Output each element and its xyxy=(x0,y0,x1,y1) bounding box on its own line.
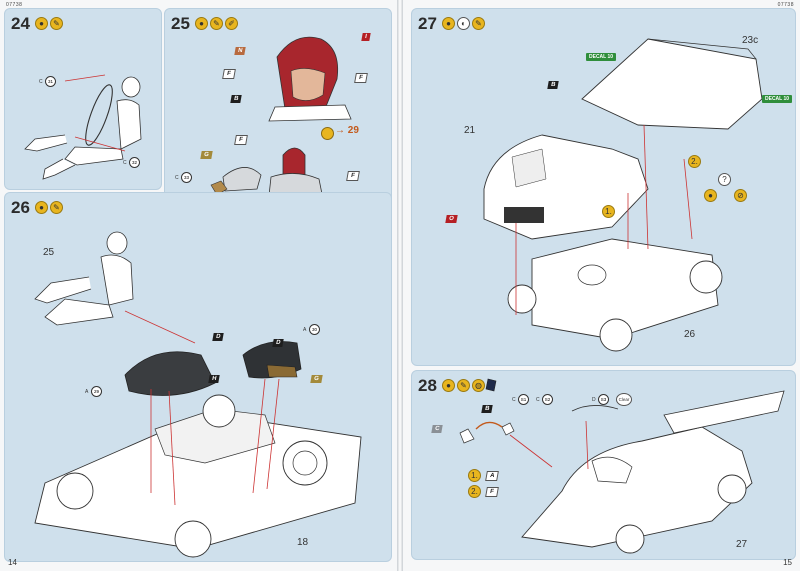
substep-marker: 2. xyxy=(688,155,701,168)
paint-icon: ✎ xyxy=(210,17,223,30)
callout-letter: C xyxy=(536,397,540,403)
goto-step-number: 29 xyxy=(347,125,359,136)
step-28-panel: 28 ● ✎ ◍ B C 1. xyxy=(411,370,796,560)
tool-icons: ● ✎ ◍ xyxy=(442,379,485,392)
question-icon: ? xyxy=(718,173,731,186)
glue-icon: ● xyxy=(442,17,455,30)
chassis-seat-drawing xyxy=(34,231,362,558)
color-tag: F xyxy=(354,73,368,83)
color-tag: D xyxy=(212,333,225,341)
step-number: 26 xyxy=(11,198,30,217)
color-tag: G xyxy=(310,375,323,383)
color-tag: B xyxy=(230,95,243,103)
part-ref: 26 xyxy=(684,329,696,340)
callout-letter: C xyxy=(123,160,127,166)
part-ref: 18 xyxy=(297,537,309,548)
color-tag: F xyxy=(485,487,499,497)
callout-letter: C xyxy=(512,397,516,403)
paint-icon: ✎ xyxy=(50,17,63,30)
step-27-panel: 27 ● ◐ ✎ 23c 21 26 xyxy=(411,8,796,366)
step-number: 25 xyxy=(171,14,190,33)
part-ref: 25 xyxy=(43,247,55,258)
step-26-panel: 26 ● ✎ 25 xyxy=(4,192,392,562)
substep-marker: 1. xyxy=(602,205,615,218)
step-24-panel: 24 ● ✎ C 31 C 32 xyxy=(4,8,162,190)
color-tag: C xyxy=(431,425,444,433)
callout-letter: A xyxy=(85,389,89,395)
tool-icons: ● ✎ ✐ xyxy=(195,17,238,30)
bodywork-assembly-drawing xyxy=(483,38,763,352)
decal-tag: DECAL 10 xyxy=(586,53,617,61)
callout-letter: A xyxy=(303,327,307,333)
part-ref: 21 xyxy=(464,125,476,136)
step-number: 28 xyxy=(418,376,437,395)
page-number: 15 xyxy=(783,558,792,567)
part-ref: 27 xyxy=(736,539,748,550)
color-tag: F xyxy=(222,69,236,79)
brush-icon: ✐ xyxy=(225,17,238,30)
clear-glue-icon: ◍ xyxy=(472,379,485,392)
paint-pot-icon xyxy=(321,127,334,140)
tool-icons: ● ◐ ✎ xyxy=(442,17,485,30)
decal-icon: ◐ xyxy=(457,17,470,30)
clear-paint-icon: Clear xyxy=(616,393,632,406)
callout-letter: C xyxy=(39,79,43,85)
paint-icon: ✎ xyxy=(457,379,470,392)
color-tag: G xyxy=(200,151,213,159)
glue-icon: ● xyxy=(195,17,208,30)
color-tag: I xyxy=(361,33,371,41)
binding-gutter xyxy=(397,0,403,571)
callout-letter: C xyxy=(175,175,179,181)
paint-icon: ✎ xyxy=(50,201,63,214)
glue-icon: ● xyxy=(442,379,455,392)
page-code: 07738 xyxy=(6,2,23,8)
color-tag: D xyxy=(272,339,285,347)
decal-number: 10 xyxy=(783,96,790,102)
decal-number: 10 xyxy=(607,54,614,60)
color-tag: B xyxy=(481,405,494,413)
callout-ring: S2 xyxy=(542,394,553,405)
callout-ring: 33 xyxy=(181,172,192,183)
callout-ring: 31 xyxy=(45,76,56,87)
paint-icon: ✎ xyxy=(472,17,485,30)
no-glue-icon: ⊘ xyxy=(734,189,747,202)
decal-word: DECAL xyxy=(589,54,607,60)
color-tag: F xyxy=(346,171,360,181)
page-number: 14 xyxy=(8,558,17,567)
step-number: 27 xyxy=(418,14,437,33)
callout-ring: 29 xyxy=(91,386,102,397)
color-tag: H xyxy=(208,375,221,383)
color-tag: O xyxy=(445,215,458,223)
final-car-drawing xyxy=(459,378,785,554)
color-tag: A xyxy=(485,471,500,481)
callout-ring: S3 xyxy=(598,394,609,405)
glue-icon: ● xyxy=(35,17,48,30)
callout-ring: 32 xyxy=(129,157,140,168)
decal-tag: DECAL 10 xyxy=(762,95,793,103)
tool-icons: ● ✎ xyxy=(35,201,63,214)
callout-letter: D xyxy=(592,397,596,403)
page-code: 07738 xyxy=(777,2,794,8)
left-page: 07738 24 ● ✎ C 31 C 32 xyxy=(0,0,397,571)
color-tag: N xyxy=(234,47,247,55)
decal-word: DECAL xyxy=(765,96,783,102)
color-tag: B xyxy=(547,81,560,89)
color-tag: F xyxy=(234,135,248,145)
callout-ring: 30 xyxy=(309,324,320,335)
tool-icons: ● ✎ xyxy=(35,17,63,30)
substep-marker: 1. xyxy=(468,469,481,482)
goto-step: → 29 xyxy=(335,125,359,136)
glue-icon: ● xyxy=(35,201,48,214)
part-ref: 23c xyxy=(742,35,759,46)
substep-marker: 2. xyxy=(468,485,481,498)
callout-ring: S1 xyxy=(518,394,529,405)
seated-figure-drawing xyxy=(24,74,142,180)
glue-icon: ● xyxy=(704,189,717,202)
step-number: 24 xyxy=(11,14,30,33)
right-page: 07738 27 ● ◐ ✎ 23c 21 26 xyxy=(403,0,800,571)
